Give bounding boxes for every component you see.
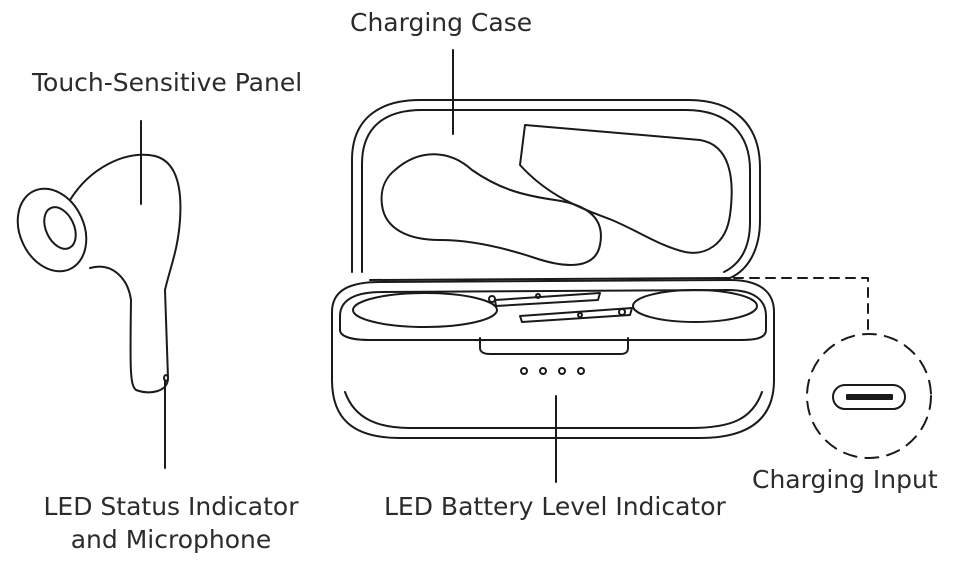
usb-c-port-slot — [846, 394, 893, 400]
contact-pin — [535, 293, 541, 299]
battery-led-4 — [577, 367, 585, 375]
earbud-illustration — [16, 120, 182, 469]
case-base-rim — [339, 289, 767, 341]
touch-panel-label: Touch-Sensitive Panel — [32, 68, 303, 97]
led-battery-label: LED Battery Level Indicator — [384, 492, 726, 521]
ear-tip — [16, 187, 88, 273]
case-base-outer — [331, 279, 775, 439]
battery-led-3 — [558, 367, 566, 375]
led-status-label-line1: LED Status Indicator — [43, 492, 299, 521]
case-lid-outer — [351, 99, 761, 279]
case-hinge — [369, 277, 731, 281]
base-cavity-right — [632, 289, 758, 323]
battery-led-1 — [520, 367, 528, 375]
charging-input-illustration — [733, 277, 932, 459]
lid-cavity-left — [380, 153, 602, 266]
charging-input-label: Charging Input — [752, 465, 938, 494]
case-front-notch — [479, 337, 629, 355]
charging-case-label: Charging Case — [350, 8, 533, 37]
base-cavity-left — [352, 292, 498, 328]
contact-pin — [488, 295, 496, 303]
battery-led-2 — [539, 367, 547, 375]
contact-pin — [618, 308, 626, 316]
base-contact-left — [494, 292, 601, 307]
case-lid-inner — [361, 109, 751, 273]
ear-tip-inner — [43, 206, 77, 250]
charging-case-illustration — [331, 49, 775, 483]
charging-input-leader — [733, 277, 869, 334]
earbud-body — [69, 153, 182, 394]
contact-pin — [577, 312, 583, 318]
usb-c-magnifier-circle — [806, 333, 932, 459]
led-status-label-line2: and Microphone — [70, 525, 272, 554]
lid-cavity-right — [519, 124, 733, 254]
base-contact-right — [519, 307, 633, 323]
case-base-lower-edge — [344, 391, 763, 429]
usb-c-port-outline — [832, 384, 906, 410]
